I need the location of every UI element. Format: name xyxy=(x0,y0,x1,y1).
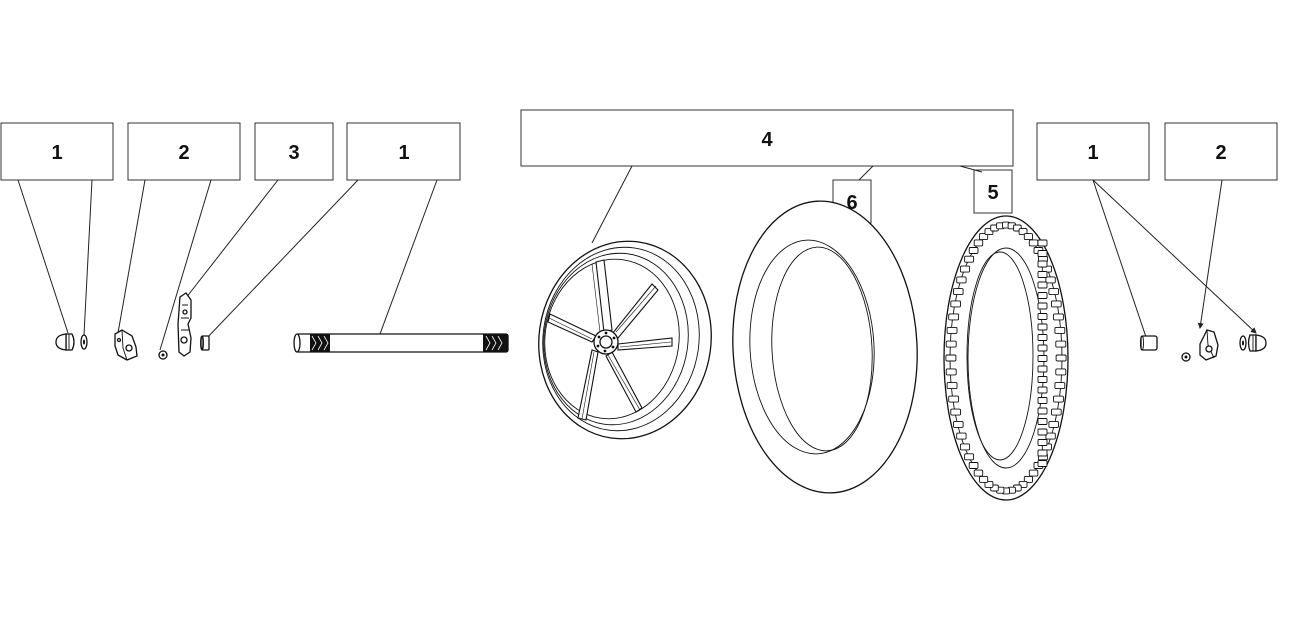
tread-knob xyxy=(1037,239,1048,247)
callout-6-label: 6 xyxy=(846,192,857,214)
callout-2-left: 2 xyxy=(127,122,241,181)
tread-knob xyxy=(1045,276,1056,284)
callout-3-label: 3 xyxy=(288,142,299,164)
callout-3: 3 xyxy=(254,122,334,181)
tread-knob xyxy=(1037,386,1048,394)
callout-5: 5 xyxy=(973,169,1013,214)
tread-knob xyxy=(1037,281,1048,289)
tread-knob xyxy=(1037,365,1048,373)
tread-knob xyxy=(1037,428,1048,436)
tread-knob xyxy=(1053,313,1064,321)
axle-nut-right xyxy=(1247,334,1267,352)
tread-knob xyxy=(968,247,979,254)
tread-knob xyxy=(1037,271,1048,278)
tread-knob xyxy=(950,408,961,416)
adjuster-bolt-right xyxy=(1181,352,1191,362)
tread-knob xyxy=(973,469,984,477)
tread-knob xyxy=(953,420,964,428)
tread-knob xyxy=(959,265,971,273)
tread-knob xyxy=(1055,354,1067,362)
callout-5-label: 5 xyxy=(987,182,998,204)
tread-knob xyxy=(968,462,979,469)
tread-knob xyxy=(1048,420,1059,428)
tread-knob xyxy=(979,233,989,241)
callout-2-left-label: 2 xyxy=(178,142,189,164)
callout-4-label: 4 xyxy=(761,129,773,151)
tread-knob xyxy=(1037,418,1048,425)
tread-knob xyxy=(1037,260,1048,268)
inner-tube xyxy=(732,200,918,494)
tread-knob xyxy=(1037,292,1048,299)
tread-knob xyxy=(946,326,958,334)
tread-knob xyxy=(1037,313,1048,320)
tread-knob xyxy=(948,395,960,403)
spacer-left xyxy=(200,335,210,351)
axle-nut-left xyxy=(55,333,75,351)
callout-1-right: 1 xyxy=(1036,122,1150,181)
tread-knob xyxy=(953,288,964,296)
callout-2-right: 2 xyxy=(1164,122,1278,181)
tread-knob xyxy=(1053,395,1064,403)
tread-knob xyxy=(1028,239,1039,247)
tread-knob xyxy=(1018,228,1028,236)
tread-knob xyxy=(973,239,984,247)
tread-knob xyxy=(945,354,957,362)
callout-1-left: 1 xyxy=(0,122,114,181)
tread-knob xyxy=(1037,323,1048,331)
tread-knob xyxy=(1037,439,1048,446)
tread-knob xyxy=(946,382,958,390)
tread-knob xyxy=(956,432,967,440)
wheel-rim xyxy=(538,240,712,440)
tread-knob xyxy=(1037,302,1048,310)
tread-knob xyxy=(1037,460,1048,467)
tread-knob xyxy=(1037,407,1048,415)
knobby-tire xyxy=(943,215,1069,501)
tread-knob xyxy=(1055,368,1067,376)
adjuster-bolt-left xyxy=(158,350,168,360)
leader-lines xyxy=(17,165,1257,351)
tread-knob xyxy=(1037,397,1048,404)
tread-knob xyxy=(1037,355,1048,362)
tread-knob xyxy=(1037,376,1048,383)
tread-knob xyxy=(956,276,967,284)
tread-knob xyxy=(1037,344,1048,352)
callout-1-axle-label: 1 xyxy=(398,142,409,164)
tread-knob xyxy=(1037,334,1048,341)
callout-1-right-label: 1 xyxy=(1087,142,1098,164)
tread-knob xyxy=(1051,408,1062,416)
tread-knob xyxy=(945,340,957,348)
tread-knob xyxy=(1023,475,1033,483)
tread-knob xyxy=(979,475,989,483)
chain-adjuster-left xyxy=(114,329,138,361)
brake-caliper-bracket xyxy=(177,292,192,357)
callout-1-axle: 1 xyxy=(346,122,461,181)
tread-knob xyxy=(1054,326,1066,334)
spacer-right xyxy=(1140,335,1158,351)
tread-knob xyxy=(950,300,961,308)
tread-knob xyxy=(964,453,975,461)
tread-knob xyxy=(984,480,994,488)
tread-knob xyxy=(1037,449,1048,457)
axle-shaft xyxy=(293,333,509,353)
tread-knob xyxy=(1023,233,1033,241)
tread-knob xyxy=(1028,469,1039,477)
tire-tread xyxy=(945,221,1067,495)
callout-4: 4 xyxy=(520,109,1014,167)
tread-knob xyxy=(1055,340,1067,348)
tread-knob xyxy=(1048,288,1059,296)
tread-knob xyxy=(959,443,971,451)
tread-knob xyxy=(948,313,960,321)
callout-1-left-label: 1 xyxy=(51,142,62,164)
tread-knob xyxy=(1054,382,1066,390)
tread-knob xyxy=(964,255,975,263)
tread-knob xyxy=(1051,300,1062,308)
washer-right xyxy=(1239,335,1247,351)
tread-knob xyxy=(1045,432,1056,440)
washer-left xyxy=(80,334,88,350)
tread-knob xyxy=(1037,250,1048,257)
chain-adjuster-right xyxy=(1199,329,1219,361)
tread-knob xyxy=(945,368,957,376)
callout-2-right-label: 2 xyxy=(1215,142,1226,164)
